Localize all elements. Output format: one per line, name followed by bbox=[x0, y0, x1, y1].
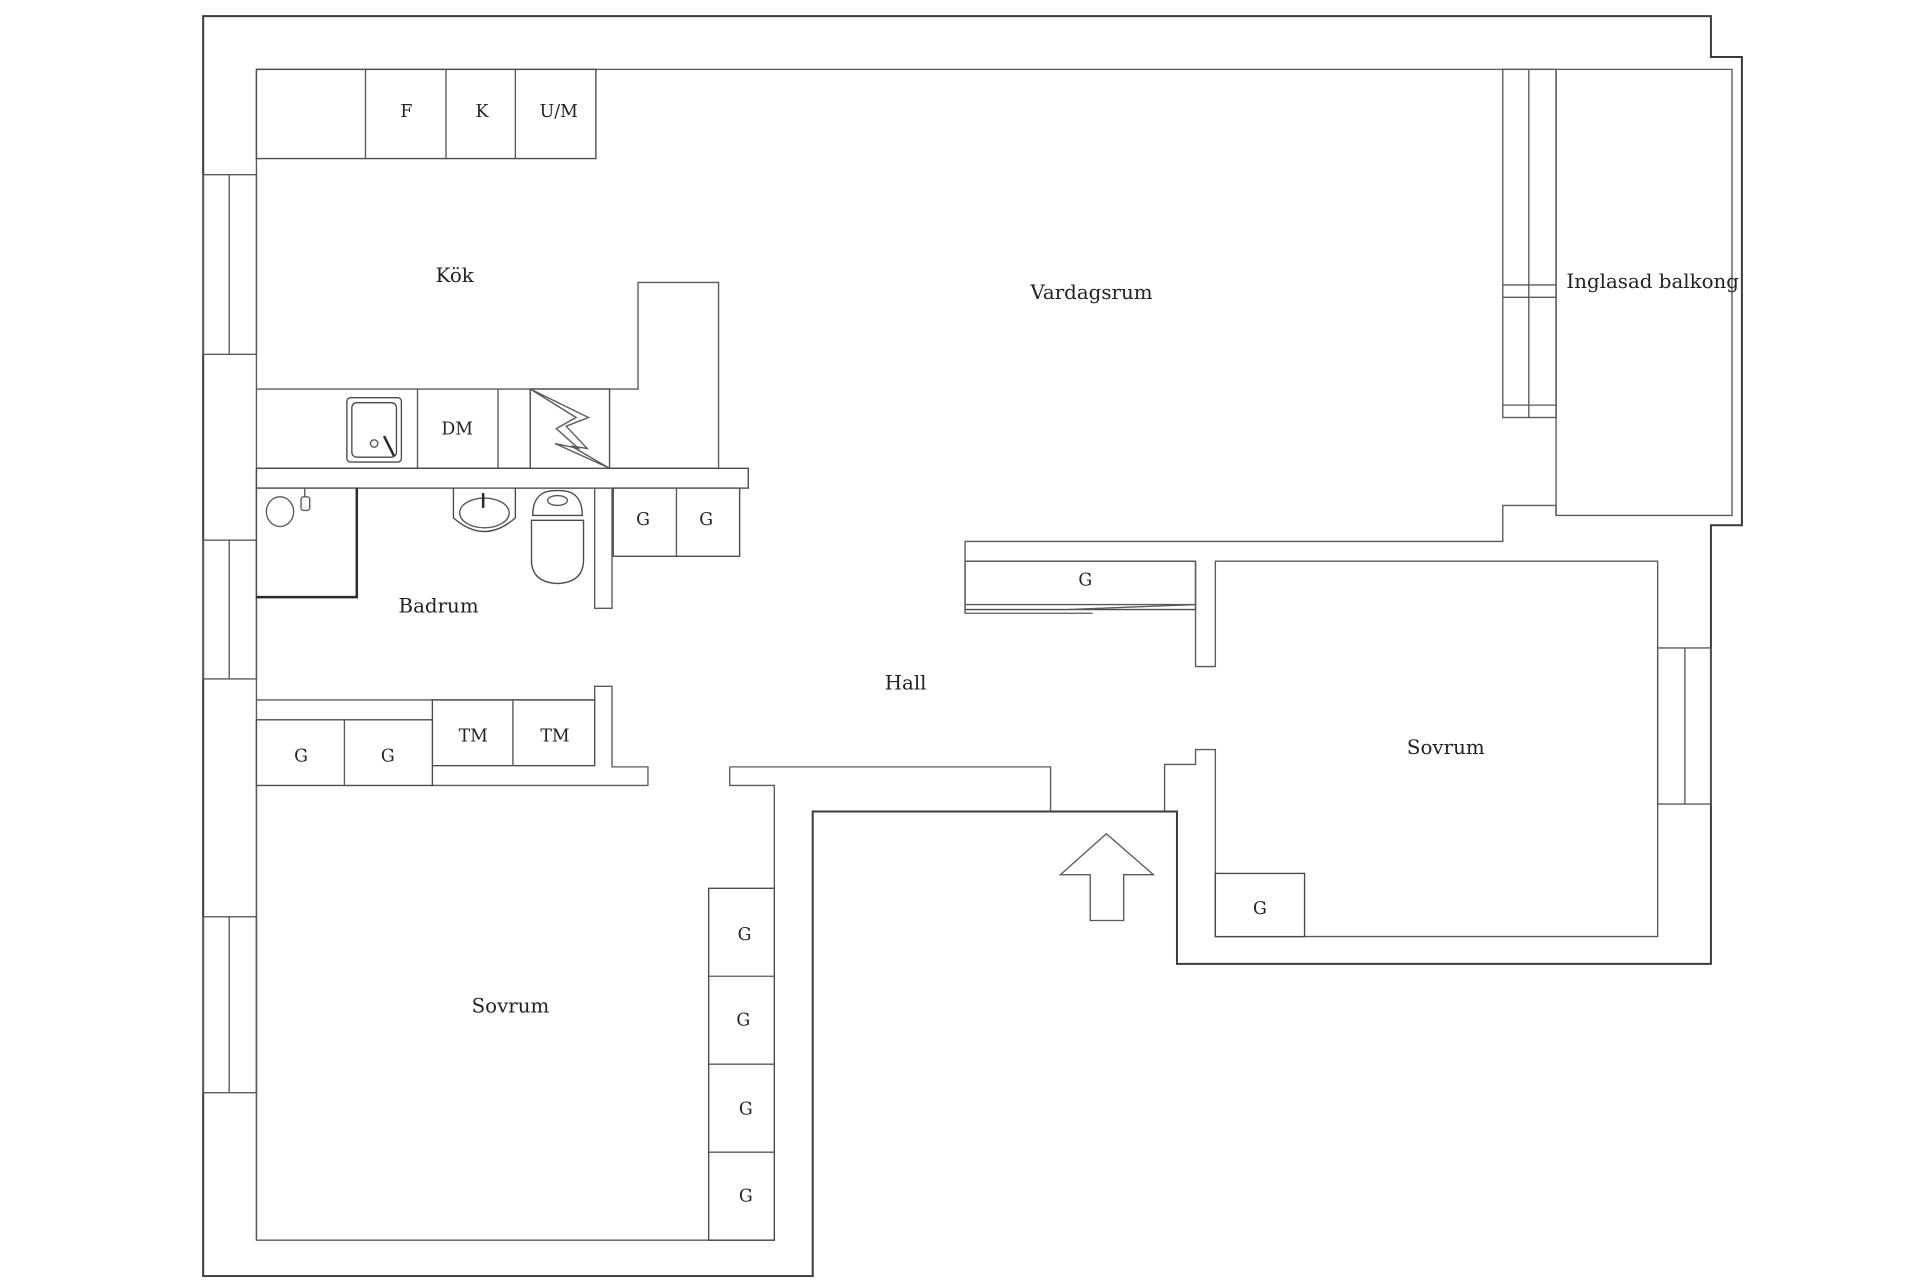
window-bedroom-left bbox=[202, 916, 258, 1094]
bedroom-right-closet bbox=[1214, 872, 1306, 938]
oven-label: U/M bbox=[540, 102, 578, 122]
closet-label: G bbox=[739, 1100, 753, 1120]
closet-label: G bbox=[381, 746, 395, 766]
bath-closets bbox=[612, 487, 741, 557]
closet-label: G bbox=[636, 510, 650, 530]
kitchen-label: Kök bbox=[436, 264, 475, 287]
window-living bbox=[1502, 68, 1557, 419]
bathroom-label: Badrum bbox=[399, 595, 479, 618]
balcony-label: Inglasad balkong bbox=[1566, 270, 1739, 293]
kitchen-counter bbox=[255, 281, 749, 489]
window-kitchen bbox=[202, 174, 258, 356]
closet-label: G bbox=[736, 1010, 750, 1030]
cooler-label: K bbox=[475, 102, 489, 122]
closet-label: G bbox=[699, 510, 713, 530]
closet-label: G bbox=[739, 1186, 753, 1206]
laundry-row bbox=[255, 699, 596, 787]
laundry-label: TM bbox=[459, 727, 488, 747]
closet-label: G bbox=[294, 746, 308, 766]
hall-closet bbox=[964, 560, 1197, 611]
kitchen-sink-icon bbox=[346, 397, 403, 463]
laundry-label: TM bbox=[540, 727, 569, 747]
window-bedroom-right bbox=[1656, 647, 1712, 805]
inner-wall-top bbox=[255, 68, 1733, 1239]
washbasin-icon bbox=[452, 487, 517, 533]
closet-label: G bbox=[1253, 899, 1267, 919]
bedroom-right-label: Sovrum bbox=[1407, 736, 1485, 759]
bedroom-left-label: Sovrum bbox=[472, 995, 550, 1018]
outer-wall bbox=[202, 15, 1743, 1278]
window-bathroom bbox=[202, 539, 258, 680]
entrance-arrow-icon bbox=[1058, 832, 1156, 922]
shower-icon bbox=[255, 487, 359, 599]
bathroom-walls bbox=[256, 488, 649, 787]
hall-wall-entrance bbox=[729, 766, 1052, 1241]
closet-label: G bbox=[738, 925, 752, 945]
bedroom-left-wardrobes bbox=[707, 887, 775, 1241]
stove-icon bbox=[529, 388, 611, 469]
closet-label: G bbox=[1078, 571, 1092, 591]
toilet-icon bbox=[530, 489, 585, 585]
kitchen-top-cabinets bbox=[255, 68, 597, 160]
fridge-label: F bbox=[400, 102, 412, 122]
living-room-label: Vardagsrum bbox=[1029, 281, 1152, 304]
bedroom-left-walls bbox=[255, 785, 775, 1241]
bedroom-right-walls bbox=[1163, 560, 1659, 938]
dishwasher-label: DM bbox=[441, 419, 473, 439]
hall-label: Hall bbox=[885, 671, 927, 694]
